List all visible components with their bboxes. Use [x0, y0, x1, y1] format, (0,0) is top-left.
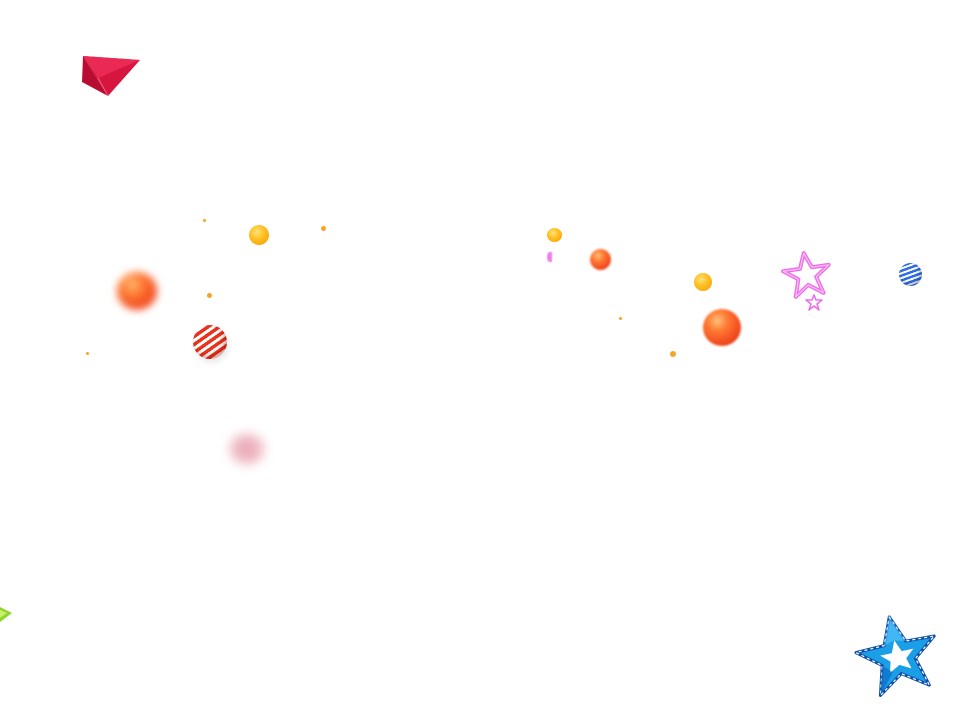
orange-ball-icon — [703, 309, 741, 346]
red-striped-ball-icon — [193, 325, 227, 359]
pink-star-icon — [781, 251, 831, 299]
gold-ball-icon — [249, 225, 269, 245]
blue-star-icon — [854, 615, 936, 697]
paper-plane-icon — [82, 56, 140, 97]
gold-dot-icon — [321, 226, 326, 231]
gold-dot-icon — [670, 351, 676, 357]
pink-star-icon — [805, 294, 823, 311]
gold-ball-icon — [547, 228, 562, 242]
gold-dot-icon — [619, 317, 622, 320]
blue-striped-ball-icon — [899, 263, 922, 286]
gold-dot-icon — [207, 293, 212, 298]
gold-dot-icon — [203, 219, 206, 222]
pink-blob-icon — [228, 433, 266, 465]
green-sliver-icon — [0, 607, 12, 622]
pink-sliver-icon — [547, 252, 552, 262]
gold-dot-icon — [86, 352, 89, 355]
orange-ball-icon — [117, 272, 157, 310]
gold-ball-icon — [694, 273, 712, 291]
orange-ball-icon — [590, 249, 611, 270]
